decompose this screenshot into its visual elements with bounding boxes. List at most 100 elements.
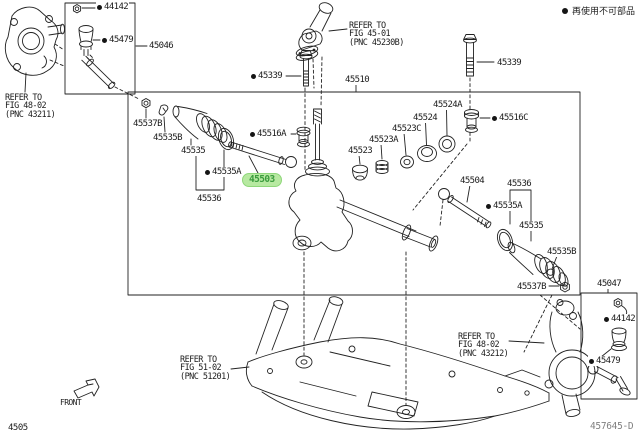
callout-45535-right[interactable]: 45535 (518, 221, 545, 231)
bushing-45523A (376, 144, 388, 174)
steering-knuckle-right (509, 300, 595, 418)
bolt-45339-right (464, 35, 494, 110)
non-reusable-dot (205, 169, 210, 175)
callout-45479-top[interactable]: 45479 (101, 35, 135, 45)
part-number-label: 45479 (109, 35, 134, 45)
tie-rod-45504 (439, 185, 492, 229)
ref-line: REFER TO (5, 93, 42, 103)
ref-line: (PNC 43211) (5, 109, 56, 120)
part-number-label: 45516C (499, 113, 529, 123)
part-number-label: 45537B (133, 119, 163, 129)
bushing-45523 (353, 155, 368, 180)
ref-line: (PNC 45230B) (349, 37, 404, 48)
callout-45535B-right[interactable]: 45535B (546, 247, 577, 257)
tie-rod-45503 (228, 141, 297, 173)
part-number-label: 44142 (104, 2, 129, 12)
callout-45047[interactable]: 45047 (596, 279, 623, 289)
non-reusable-legend: 再使用不可部品 (562, 4, 635, 17)
callout-45339-right[interactable]: 45339 (496, 58, 523, 68)
rack-boot-right-group (495, 190, 570, 292)
callout-45523A[interactable]: 45523A (368, 135, 399, 145)
part-number-label: 45537B (517, 282, 547, 292)
part-number-label: 45339 (497, 58, 522, 68)
callout-45536-right[interactable]: 45536 (506, 179, 533, 189)
part-number-label: 45523C (392, 124, 422, 134)
front-arrow (74, 379, 99, 398)
grommet-45516A (291, 127, 310, 147)
drawing-number: 457645-D (590, 421, 634, 432)
crossmember (231, 295, 549, 429)
ref-line: (PNC 43212) (458, 348, 509, 359)
tie-rod-end-box-top (65, 3, 147, 94)
ref-line: REFER TO (349, 21, 386, 31)
callout-45524[interactable]: 45524 (412, 113, 439, 123)
callout-45536-left[interactable]: 45536 (196, 194, 223, 204)
main-assembly-box (128, 92, 580, 295)
callout-44142-bottom[interactable]: 44142 (603, 314, 637, 324)
rack-tube (337, 200, 440, 252)
part-number-label: 45535 (181, 146, 206, 156)
callout-45046[interactable]: 45046 (148, 41, 175, 51)
part-number-label: 45535A (493, 201, 523, 211)
part-number-label: 45523 (348, 146, 373, 156)
part-number-label: 45535A (212, 167, 242, 177)
ring-45524A (439, 109, 455, 152)
callout-45516C[interactable]: 45516C (491, 113, 529, 123)
non-reusable-dot (97, 4, 102, 10)
part-number-label: 45046 (149, 41, 174, 51)
ref-line: REFER TO (458, 332, 495, 342)
part-number-label: 45516A (257, 129, 287, 139)
part-number-label: 45524A (433, 100, 463, 110)
part-number-label: 45536 (507, 179, 532, 189)
callout-45537B-right[interactable]: 45537B (516, 282, 547, 292)
callout-45535-left[interactable]: 45535 (180, 146, 207, 156)
callout-45503[interactable]: 45503 (242, 173, 282, 187)
non-reusable-dot (102, 37, 107, 43)
part-number-label: 45047 (597, 279, 622, 289)
part-number-label: 44142 (611, 314, 636, 324)
bolt-45339-left (286, 51, 312, 171)
callout-45535B-left[interactable]: 45535B (152, 133, 183, 143)
part-number-label: 45479 (596, 356, 621, 366)
steering-knuckle-left (5, 7, 64, 92)
part-number-label: 45535B (547, 247, 577, 257)
part-number-label: 45536 (197, 194, 222, 204)
part-number-label: 45535B (153, 133, 183, 143)
non-reusable-dot (589, 358, 594, 364)
callout-45523C[interactable]: 45523C (391, 124, 422, 134)
callout-45479-bottom[interactable]: 45479 (588, 356, 622, 366)
callout-45504[interactable]: 45504 (459, 176, 486, 186)
callout-45535A-left[interactable]: 45535A (204, 167, 242, 177)
ref-line: FIG 45-01 (349, 29, 391, 40)
part-number-label: 45510 (345, 75, 370, 85)
non-reusable-dot (604, 316, 609, 322)
ref-line: FIG 48-02 (458, 340, 500, 351)
page-code: 4505 (8, 423, 28, 433)
non-reusable-dot (486, 203, 491, 209)
callout-45510[interactable]: 45510 (344, 75, 371, 85)
ref-line: REFER TO (180, 355, 217, 365)
ref-line: FIG 48-02 (5, 101, 47, 112)
part-number-label: 45339 (258, 71, 283, 81)
ring-45523C (401, 133, 414, 168)
callout-45516A[interactable]: 45516A (249, 129, 287, 139)
part-number-label: 45503 (249, 174, 275, 185)
callout-44142-top[interactable]: 44142 (96, 2, 130, 12)
bushing-45516C (413, 110, 490, 211)
gear-housing (289, 109, 353, 251)
callout-45339-left[interactable]: 45339 (250, 71, 284, 81)
callout-45524A[interactable]: 45524A (432, 100, 463, 110)
callout-45523[interactable]: 45523 (347, 146, 374, 156)
non-reusable-dot (251, 73, 256, 79)
tie-rod-end-box-bottom (581, 288, 637, 399)
part-number-label: 45523A (369, 135, 399, 145)
callout-45535A-right[interactable]: 45535A (485, 201, 523, 211)
callout-45537B-left[interactable]: 45537B (132, 119, 163, 129)
ref-line: FIG 51-02 (180, 363, 222, 374)
non-reusable-dot (562, 7, 568, 14)
